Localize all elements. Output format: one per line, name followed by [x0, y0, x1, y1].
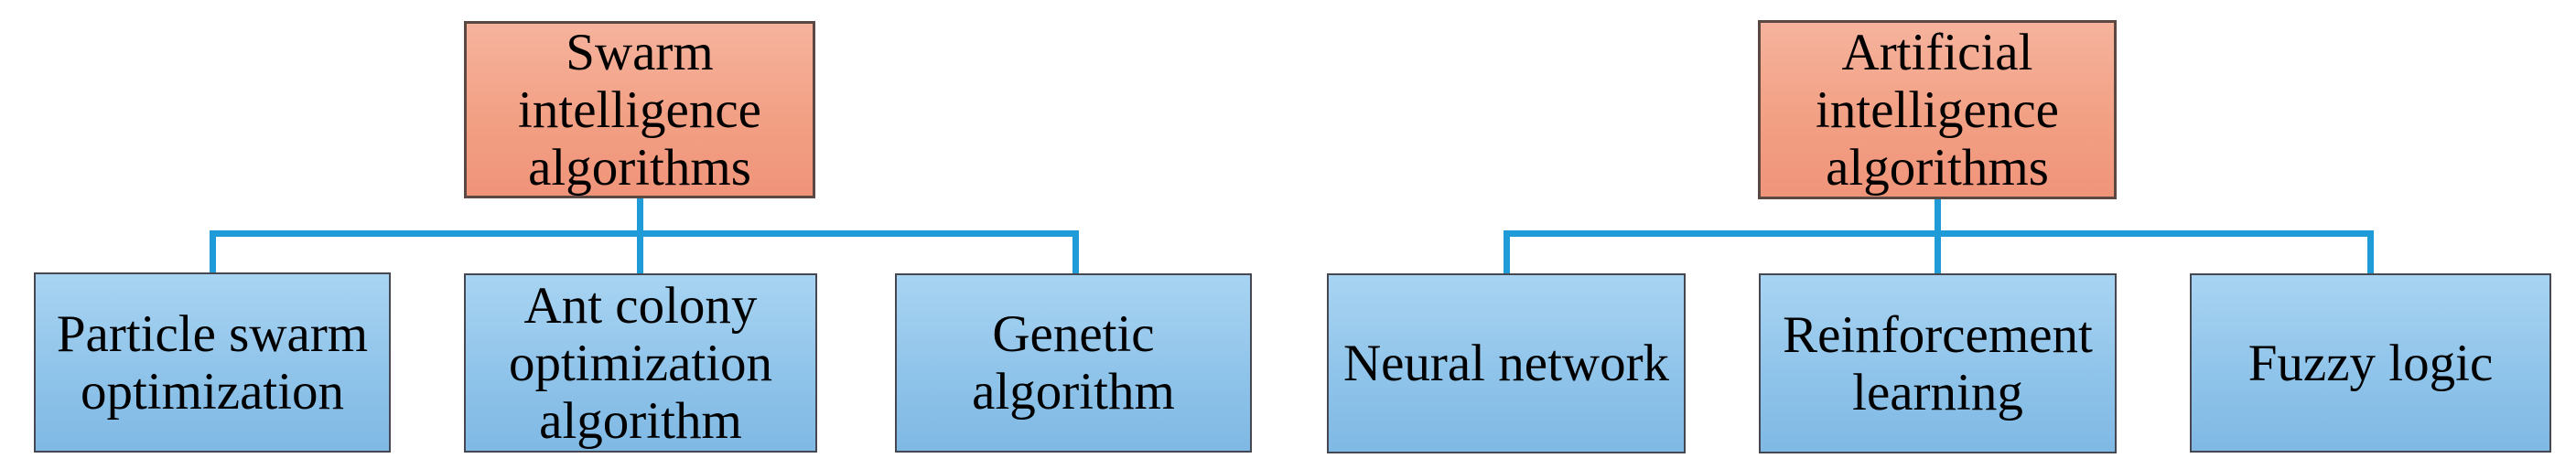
node-particle-swarm-optimization: Particle swarm optimization	[34, 272, 391, 453]
node-swarm-intelligence-algorithms: Swarm intelligence algorithms	[464, 21, 815, 198]
swarm-stub-particle-swarm	[210, 230, 216, 272]
node-reinforcement-learning: Reinforcement learning	[1759, 273, 2117, 453]
ai-horizontal-connector	[1504, 230, 2373, 237]
ai-stub-fuzzy-logic	[2367, 230, 2374, 273]
ai-stub-neural-network	[1504, 230, 1510, 273]
node-fuzzy-logic: Fuzzy logic	[2190, 273, 2551, 453]
node-ant-colony-optimization-algorithm: Ant colony optimization algorithm	[464, 273, 817, 453]
node-neural-network: Neural network	[1327, 273, 1686, 453]
node-genetic-algorithm: Genetic algorithm	[895, 273, 1252, 453]
node-artificial-intelligence-algorithms: Artificial intelligence algorithms	[1758, 20, 2117, 199]
swarm-stub-genetic	[1072, 230, 1079, 273]
swarm-horizontal-connector	[210, 230, 1079, 237]
